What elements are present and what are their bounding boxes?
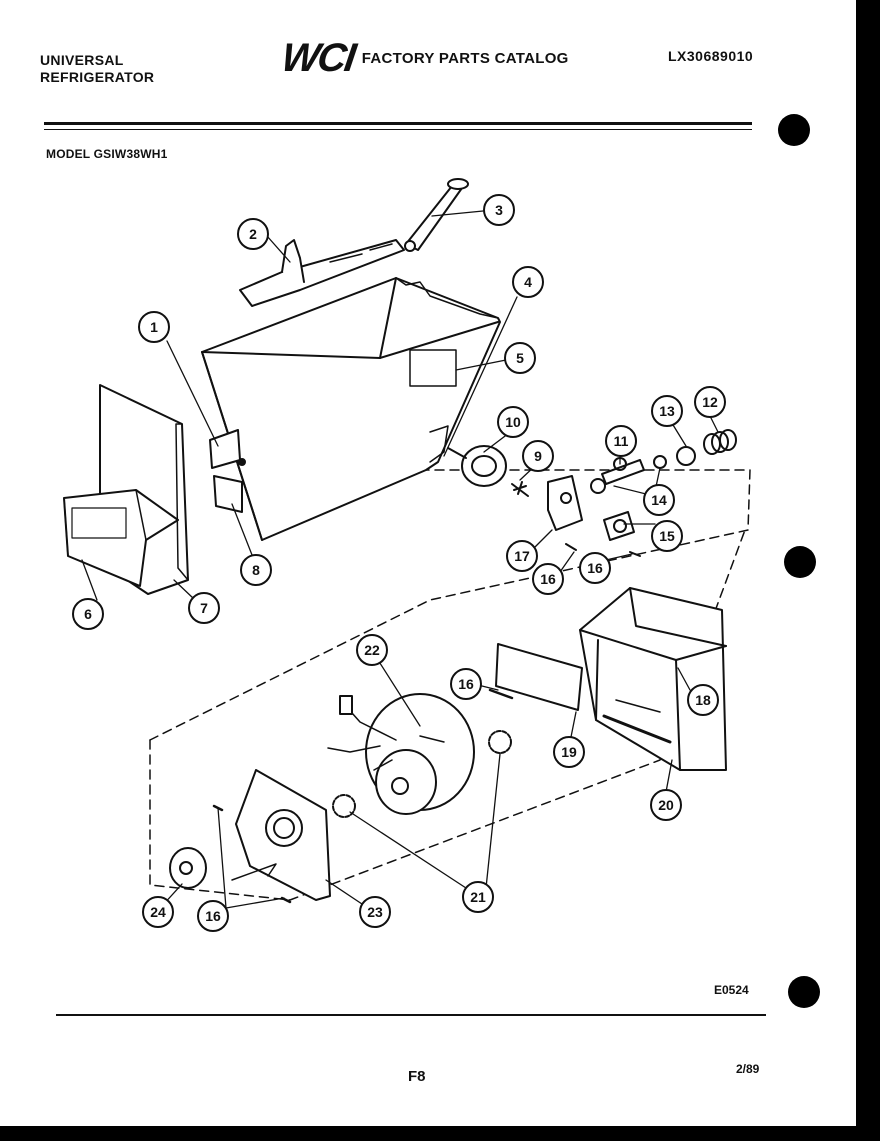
callout-13: 13 [659,403,675,419]
callout-11: 11 [614,433,629,449]
front-door-part [63,384,189,595]
callout-3: 3 [495,202,503,218]
nut-part-13 [676,446,696,466]
callout-9: 9 [534,448,542,464]
page-number: F8 [408,1068,426,1085]
callout-18: 18 [695,692,711,708]
brand-line-2: REFRIGERATOR [40,69,155,85]
assembly-outline-lower [149,529,746,901]
callout-5: 5 [516,350,524,366]
gear-part-21b [332,794,356,818]
mounting-plate-part [231,769,331,901]
catalog-title: FACTORY PARTS CATALOG [361,49,569,67]
catalog-date: 2/89 [736,1062,760,1076]
assembly-outline-upper [149,469,751,741]
callout-12: 12 [702,394,718,410]
gasket-part-19 [495,643,583,711]
bracket-part [209,429,241,469]
part-code: LX30689010 [668,48,754,64]
footer-rule [56,1014,766,1016]
auger-shaft-part [404,178,469,252]
binder-hole-middle [784,546,816,578]
exploded-parts-diagram: 1 2 3 4 5 6 7 8 9 10 11 12 13 14 15 16 1… [63,178,751,932]
binder-hole-bottom [788,976,820,1008]
part-callout-labels: 1 2 3 4 5 6 7 8 9 10 11 12 13 14 15 16 1… [84,202,718,924]
model-label: MODEL GSIW38WH1 [46,147,168,161]
callout-16d: 16 [205,908,221,924]
catalog-heading: WCI FACTORY PARTS CATALOG [279,36,569,80]
callout-10: 10 [505,414,521,430]
callout-22: 22 [364,642,380,658]
callout-24: 24 [150,904,166,920]
callout-6: 6 [84,606,92,622]
callout-16c: 16 [458,676,474,692]
callout-15: 15 [659,528,675,544]
spacer-part [213,475,243,513]
callout-2: 2 [249,226,257,242]
washer-part-14b [590,478,606,494]
header-rule-thin [44,129,752,130]
callout-16a: 16 [540,571,556,587]
gear-part-21a [488,730,512,754]
screw-part-16a [565,543,641,557]
callout-21: 21 [470,889,486,905]
callout-20: 20 [658,797,674,813]
bucket-cover-part [239,239,405,307]
callout-4: 4 [524,274,532,290]
motor-part-22 [327,693,475,815]
header-rule [44,122,752,125]
washer-part-14 [653,455,667,469]
ice-bucket [201,277,501,541]
binder-hole-top [778,114,810,146]
part-callouts [72,194,726,932]
callout-8: 8 [252,562,260,578]
callout-14: 14 [651,492,667,508]
callout-16b: 16 [587,560,603,576]
drive-gear-part [447,445,507,487]
callout-7: 7 [200,600,208,616]
catalog-page: UNIVERSAL REFRIGERATOR WCI FACTORY PARTS… [0,0,856,1126]
callout-1: 1 [150,319,158,335]
rod-part-11 [601,457,645,485]
knob-part-24 [169,847,207,889]
callout-17: 17 [514,548,530,564]
callout-19: 19 [561,744,577,760]
brand-line-1: UNIVERSAL [40,52,124,68]
motor-housing-part [579,587,727,771]
spring-part-12 [703,429,737,455]
brand-name: UNIVERSAL REFRIGERATOR [40,52,154,86]
solenoid-part-15 [603,511,635,541]
diagram-ref-code: E0524 [714,983,749,997]
callout-23: 23 [367,904,383,920]
spring-part-9 [511,481,529,497]
